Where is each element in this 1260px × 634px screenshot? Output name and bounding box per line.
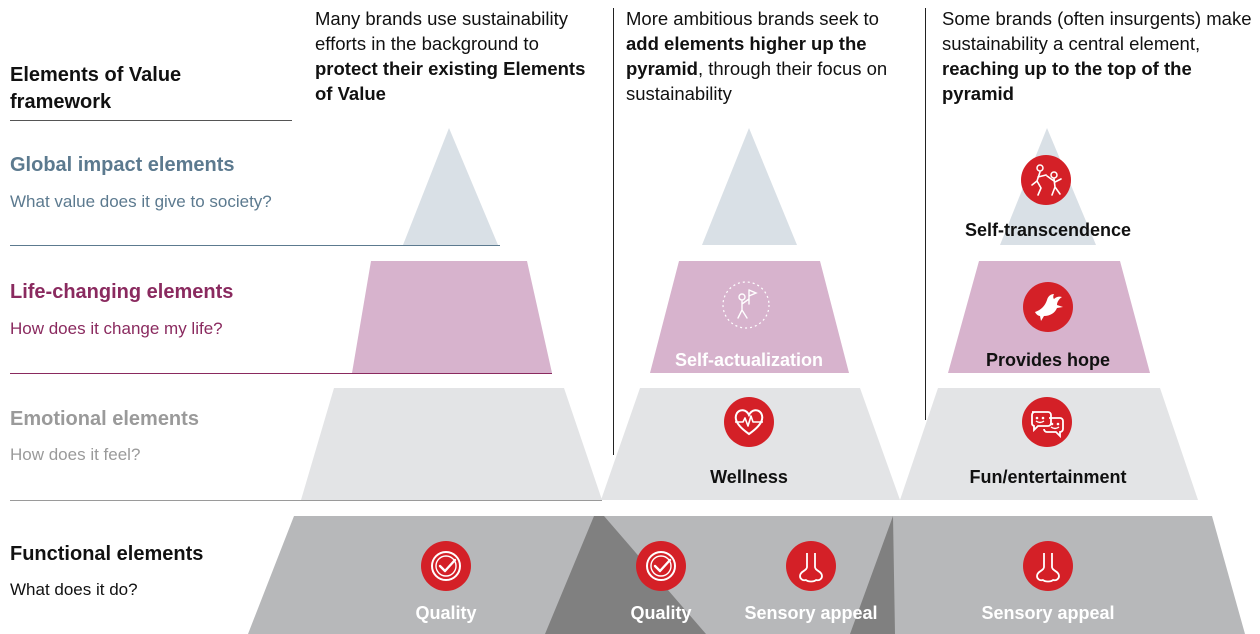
life-divider <box>10 373 552 374</box>
element-sensory-appeal-1: Sensory appeal <box>744 603 878 623</box>
column-divider-2 <box>925 8 926 420</box>
dove-icon <box>1023 282 1073 332</box>
global-tier-2 <box>702 128 797 245</box>
checkmark-badge-icon <box>421 541 471 591</box>
column-header-3: Some brands (often insurgents) make sust… <box>942 8 1252 104</box>
element-fun-entertainment: Fun/entertainment <box>969 467 1127 487</box>
level-emotional-question: How does it feel? <box>10 445 141 464</box>
global-tier-1 <box>403 128 498 245</box>
checkmark-badge-icon <box>636 541 686 591</box>
level-global-question: What value does it give to society? <box>10 192 272 211</box>
functional-overlap-1 <box>545 516 706 634</box>
level-emotional-name: Emotional elements <box>10 408 199 430</box>
emotional-tier-1 <box>301 388 602 500</box>
level-life-name: Life-changing elements <box>10 281 234 303</box>
column-header-2: More ambitious brands seek to add elemen… <box>626 8 888 104</box>
person-flag-icon <box>721 280 771 330</box>
nose-icon <box>786 541 836 591</box>
helping-hand-icon <box>1021 155 1071 205</box>
level-global-name: Global impact elements <box>10 154 235 176</box>
element-quality-2: Quality <box>630 603 692 623</box>
element-self-transcendence: Self-transcendence <box>964 220 1132 240</box>
column-divider-1 <box>613 8 614 455</box>
level-functional-question: What does it do? <box>10 580 138 599</box>
level-functional-name: Functional elements <box>10 543 204 565</box>
framework-title: Elements of Value framework <box>10 64 182 113</box>
element-self-actualization: Self-actualization <box>674 350 824 370</box>
global-divider <box>10 245 500 246</box>
nose-icon <box>1023 541 1073 591</box>
column-header-1: Many brands use sustainability efforts i… <box>315 8 586 104</box>
heartbeat-icon <box>724 397 774 447</box>
element-sensory-appeal-2: Sensory appeal <box>981 603 1115 623</box>
functional-overlap-2 <box>850 516 895 634</box>
life-tier-1 <box>352 261 552 373</box>
level-life-question: How does it change my life? <box>10 319 223 338</box>
element-wellness: Wellness <box>710 467 788 487</box>
speech-bubbles-icon <box>1022 397 1072 447</box>
element-quality-1: Quality <box>415 603 477 623</box>
title-divider <box>10 120 292 121</box>
emotional-divider <box>10 500 602 501</box>
element-provides-hope: Provides hope <box>985 350 1111 370</box>
life-tier-2 <box>650 261 849 373</box>
